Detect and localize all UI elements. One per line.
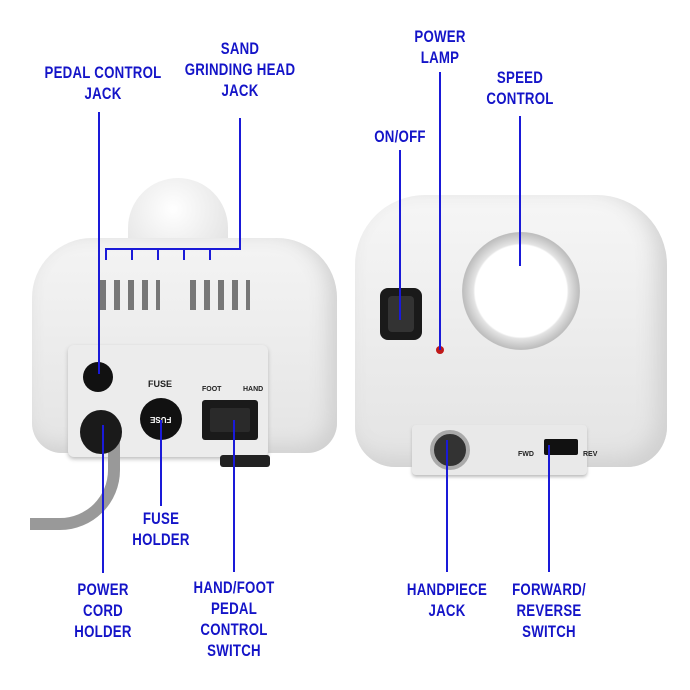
leader-line <box>239 118 241 250</box>
leader-line <box>548 445 550 572</box>
label-on-off: ON/OFF <box>374 127 426 146</box>
fuse-label: FUSE <box>148 379 173 389</box>
hand-foot-switch[interactable] <box>202 400 258 440</box>
foot-label: FOOT <box>202 386 222 393</box>
device-foot <box>220 455 270 467</box>
leader-line <box>160 420 162 506</box>
leader-line <box>98 112 100 374</box>
vent-left <box>100 280 160 310</box>
leader-line <box>399 150 401 320</box>
power-cord-holder <box>80 410 122 454</box>
leader-line <box>439 72 441 350</box>
rev-label: REV <box>583 451 598 458</box>
leader-line <box>519 116 521 266</box>
handpiece-jack <box>430 430 470 470</box>
leader-line <box>233 420 235 572</box>
forward-reverse-switch[interactable] <box>544 439 578 455</box>
power-lamp <box>436 346 444 354</box>
leader-line <box>446 440 448 572</box>
hand-label: HAND <box>243 386 264 393</box>
leader-line <box>102 425 104 573</box>
fwd-label: FWD <box>518 451 534 458</box>
bracket-line <box>105 248 241 250</box>
on-off-switch[interactable] <box>380 288 422 340</box>
vent-right <box>190 280 250 310</box>
speed-control-dial[interactable] <box>462 232 580 350</box>
